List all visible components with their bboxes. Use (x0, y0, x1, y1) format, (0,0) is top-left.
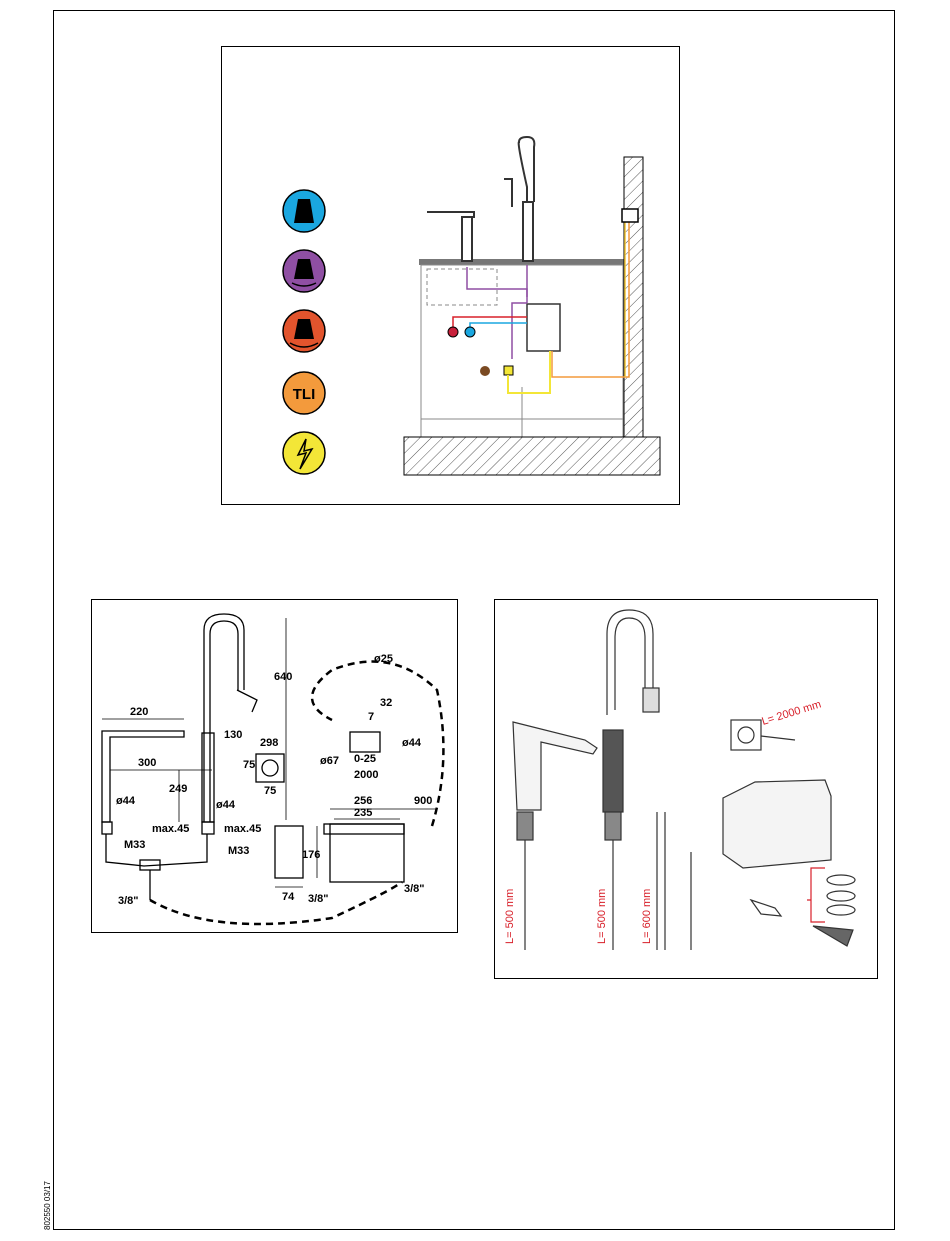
svg-text:3/8": 3/8" (308, 893, 329, 905)
svg-text:74: 74 (282, 891, 295, 903)
svg-text:M33: M33 (124, 839, 145, 851)
svg-text:640: 640 (274, 671, 292, 683)
svg-text:ø44: ø44 (402, 737, 422, 749)
svg-text:ø25: ø25 (374, 653, 393, 665)
svg-text:298: 298 (260, 737, 278, 749)
installation-panel: TLI (221, 46, 680, 505)
svg-text:220: 220 (130, 706, 148, 718)
svg-text:L= 600 mm: L= 600 mm (641, 889, 653, 944)
svg-text:3/8": 3/8" (404, 883, 425, 895)
svg-text:900: 900 (414, 795, 432, 807)
svg-text:7: 7 (368, 711, 374, 723)
floor (404, 437, 660, 475)
svg-text:TLI: TLI (293, 386, 316, 403)
hot-valve (448, 327, 458, 337)
electricity-icon (283, 432, 325, 474)
svg-text:max.45: max.45 (224, 823, 261, 835)
parts-drawing: L= 500 mm L= 500 mm L= 600 mm L= 2000 mm (495, 600, 879, 980)
svg-text:L= 500 mm: L= 500 mm (596, 889, 608, 944)
svg-text:ø44: ø44 (216, 799, 236, 811)
wall (624, 157, 643, 437)
parts-panel: L= 500 mm L= 500 mm L= 600 mm L= 2000 mm (494, 599, 878, 979)
wall-sensor (622, 209, 638, 222)
svg-text:M33: M33 (228, 845, 249, 857)
svg-text:130: 130 (224, 729, 242, 741)
svg-text:256: 256 (354, 795, 372, 807)
dimension-drawing: 640 220 130 298 300 75 75 249 ø44 ø44 ma… (92, 600, 459, 934)
svg-text:32: 32 (380, 697, 392, 709)
svg-text:L= 500 mm: L= 500 mm (504, 889, 516, 944)
svg-text:75: 75 (264, 785, 276, 797)
drain (480, 366, 490, 376)
spring-faucet (504, 137, 534, 261)
control-unit (527, 304, 560, 351)
svg-text:176: 176 (302, 849, 320, 861)
svg-text:max.45: max.45 (152, 823, 189, 835)
cold-water-icon (283, 190, 325, 232)
hot-water-icon (283, 310, 325, 352)
kitchen-cabinet (419, 259, 625, 437)
document-number: 802550 03/17 (43, 1181, 52, 1230)
svg-text:ø44: ø44 (116, 795, 136, 807)
tli-icon: TLI (283, 372, 325, 414)
svg-text:235: 235 (354, 807, 372, 819)
installation-schematic: TLI (222, 47, 681, 506)
cold-valve (465, 327, 475, 337)
svg-text:2000: 2000 (354, 769, 378, 781)
svg-text:0-25: 0-25 (354, 753, 376, 765)
spout-faucet (427, 212, 474, 261)
svg-text:300: 300 (138, 757, 156, 769)
svg-text:L= 2000 mm: L= 2000 mm (760, 698, 822, 727)
svg-text:3/8": 3/8" (118, 895, 139, 907)
svg-text:249: 249 (169, 783, 187, 795)
svg-text:75: 75 (243, 759, 255, 771)
power-socket (504, 366, 513, 375)
svg-text:ø67: ø67 (320, 755, 339, 767)
dimensions-panel: 640 220 130 298 300 75 75 249 ø44 ø44 ma… (91, 599, 458, 933)
mixed-water-icon (283, 250, 325, 292)
